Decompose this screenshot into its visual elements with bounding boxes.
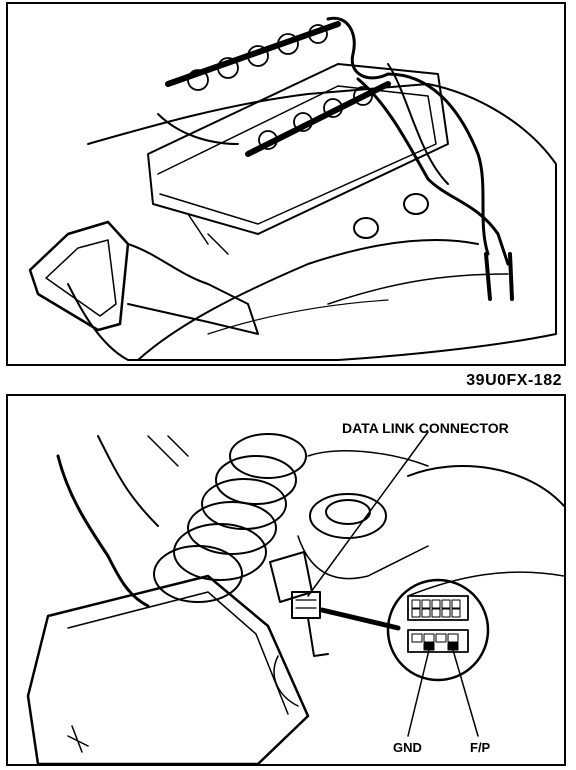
fp-terminal-label: F/P bbox=[470, 740, 491, 755]
figure-id-label: 39U0FX-182 bbox=[466, 372, 562, 389]
data-link-connector-panel bbox=[6, 394, 566, 766]
data-link-connector-label: DATA LINK CONNECTOR bbox=[342, 420, 509, 436]
engine-top-view-panel bbox=[6, 2, 566, 366]
gnd-terminal-label: GND bbox=[393, 740, 422, 755]
engine-top-illustration bbox=[28, 16, 557, 361]
engine-bay-illustration bbox=[26, 431, 564, 764]
